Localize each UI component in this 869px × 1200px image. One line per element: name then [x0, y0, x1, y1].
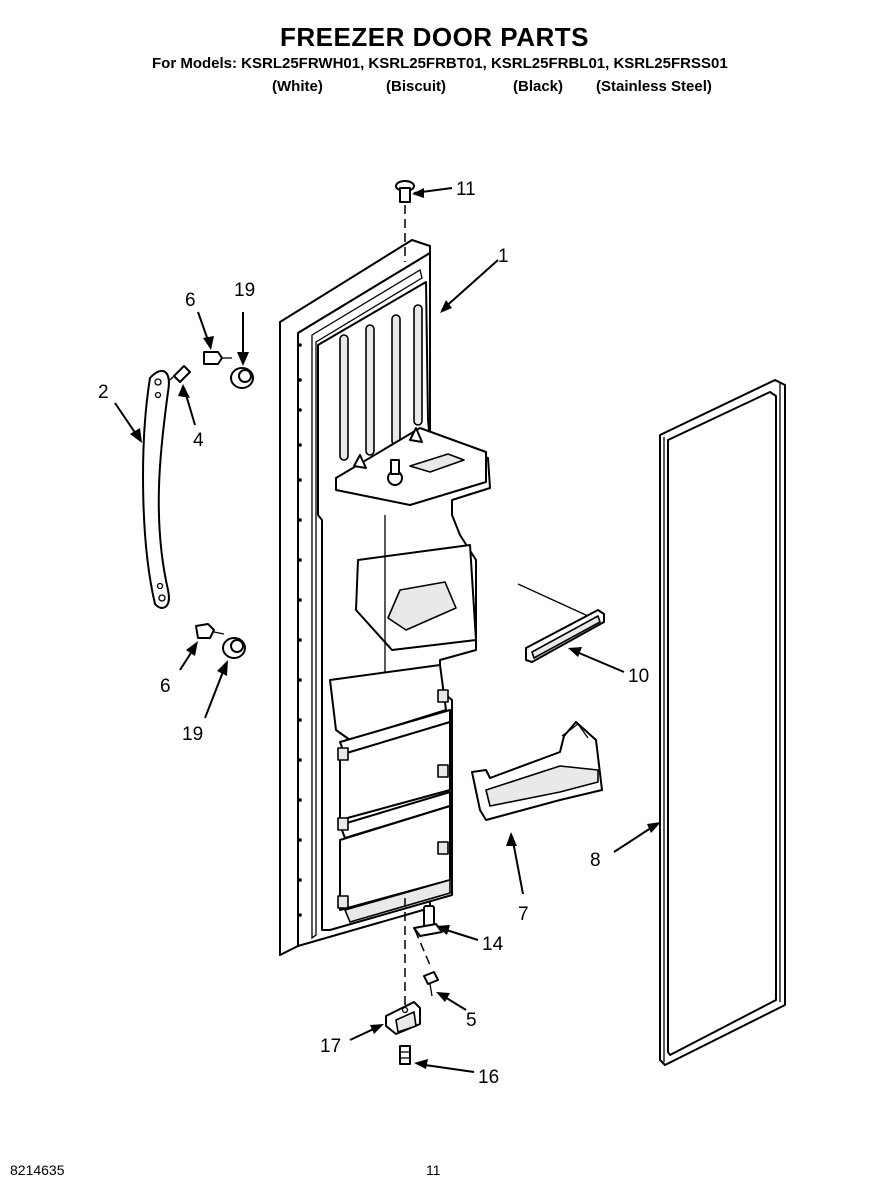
door-edge-holes — [298, 343, 302, 917]
finish-biscuit: (Biscuit) — [386, 78, 446, 95]
top-hinge-pin — [395, 180, 453, 262]
finish-black: (Black) — [513, 78, 564, 95]
door-panel — [279, 239, 491, 956]
door-bin — [471, 721, 603, 821]
hinge-bushing — [413, 905, 443, 937]
callout-17: 17 — [320, 1036, 341, 1057]
callout-11: 11 — [456, 179, 476, 200]
callout-5: 5 — [466, 1010, 477, 1031]
callout-8: 8 — [590, 850, 601, 871]
page-title: FREEZER DOOR PARTS — [280, 22, 589, 52]
callout-19-upper: 19 — [234, 280, 255, 301]
models-line: For Models: KSRL25FRWH01, KSRL25FRBT01, … — [152, 55, 728, 72]
callout-6-lower: 6 — [160, 676, 171, 697]
bottom-hinge — [385, 1001, 421, 1035]
callout-1: 1 — [498, 246, 509, 267]
callout-4: 4 — [193, 430, 204, 451]
page-number: 11 — [426, 1162, 441, 1178]
shoulder-screw-upper — [203, 351, 232, 365]
finish-white: (White) — [272, 78, 323, 95]
door-gasket — [659, 379, 786, 1066]
document-number: 8214635 — [10, 1162, 65, 1178]
callout-14: 14 — [482, 934, 504, 955]
callout-2: 2 — [98, 382, 109, 403]
callout-16: 16 — [478, 1067, 499, 1088]
hinge-bolt — [399, 1045, 411, 1065]
shelf-clips — [337, 689, 449, 909]
spacer-upper — [230, 367, 254, 389]
door-handle — [142, 369, 170, 609]
shoulder-screw-lower — [195, 623, 225, 639]
liner-ribs — [339, 304, 423, 461]
callout-6-upper: 6 — [185, 290, 196, 311]
hinge-screw — [423, 971, 439, 997]
callout-19-lower: 19 — [182, 724, 203, 745]
spacer-lower — [222, 637, 246, 659]
dispenser-trim — [517, 583, 605, 663]
callout-10: 10 — [628, 666, 649, 687]
finish-stainless-steel: (Stainless Steel) — [596, 78, 712, 95]
handle-screw-upper — [169, 365, 191, 383]
callout-7: 7 — [518, 904, 529, 925]
